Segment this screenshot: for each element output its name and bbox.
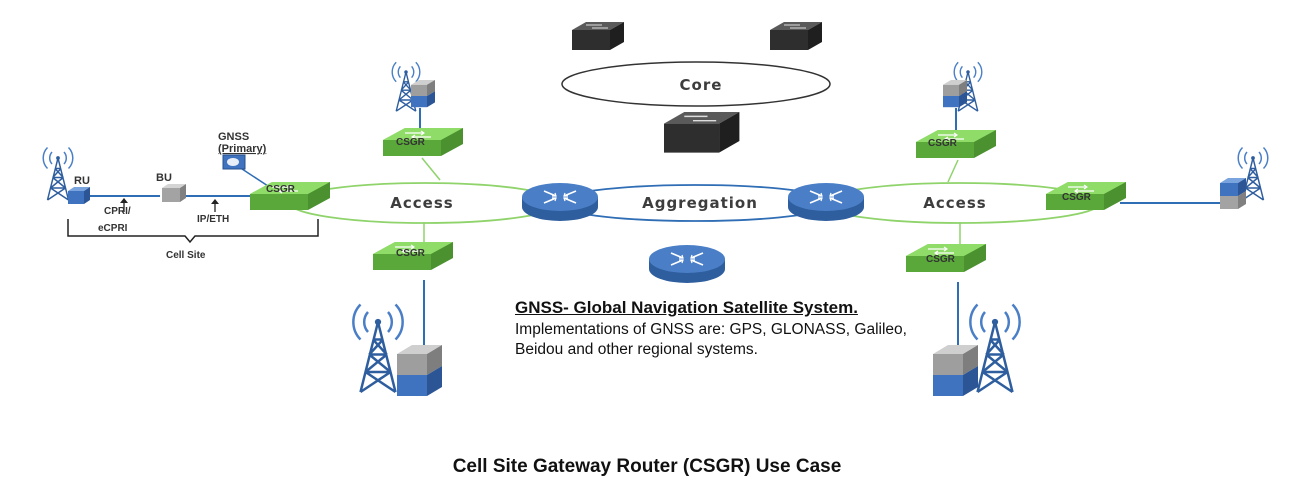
aggregation-router-left [521, 182, 599, 222]
aggregation-router-right [787, 182, 865, 222]
aggregation-label: Aggregation [642, 194, 758, 212]
csgr-label: CSGR [928, 138, 958, 149]
core-switch-left [571, 21, 625, 51]
bu-device [162, 184, 186, 202]
stack-right [1220, 178, 1246, 209]
stack-upper-left [411, 80, 435, 108]
stack-upper-right [943, 80, 967, 108]
stack-lower-right [933, 345, 978, 396]
bu-label: BU [156, 172, 172, 184]
csgr-label: CSGR [926, 254, 956, 265]
access-left-label: Access [390, 194, 453, 212]
tower-lower-left [352, 303, 404, 394]
core-switch-right [769, 21, 823, 51]
csgr-label: CSGR [396, 137, 426, 148]
stack-lower-left [397, 345, 442, 396]
cell-site-label: Cell Site [166, 250, 206, 261]
ru-device [68, 187, 90, 204]
csgr-label: CSGR [266, 184, 296, 195]
gnss-primary-line1: GNSS [218, 131, 249, 143]
ip-eth-label: IP/ETH [197, 214, 229, 225]
ru-label: RU [74, 175, 90, 187]
csgr-label: CSGR [1062, 192, 1092, 203]
gnss-legend-title: GNSS- Global Navigation Satellite System… [515, 298, 858, 317]
cell-site-bracket [67, 219, 319, 244]
figure-caption: Cell Site Gateway Router (CSGR) Use Case [452, 456, 842, 477]
csgr-label: CSGR [396, 248, 426, 259]
core-ring [561, 61, 831, 107]
gnss-legend-text: Implementations of GNSS are: GPS, GLONAS… [515, 321, 907, 358]
gnss-antenna-icon [222, 154, 246, 170]
aggregation-core-switch [663, 111, 741, 154]
gnss-primary-line2: (Primary) [218, 143, 267, 155]
core-label: Core [680, 76, 723, 94]
cpri-label-line1: CPRI/ [104, 206, 131, 217]
access-right-label: Access [923, 194, 986, 212]
gnss-legend: GNSS- Global Navigation Satellite System… [515, 298, 935, 360]
cpri-label-line2: eCPRI [98, 223, 128, 234]
gnss-router [648, 244, 726, 284]
